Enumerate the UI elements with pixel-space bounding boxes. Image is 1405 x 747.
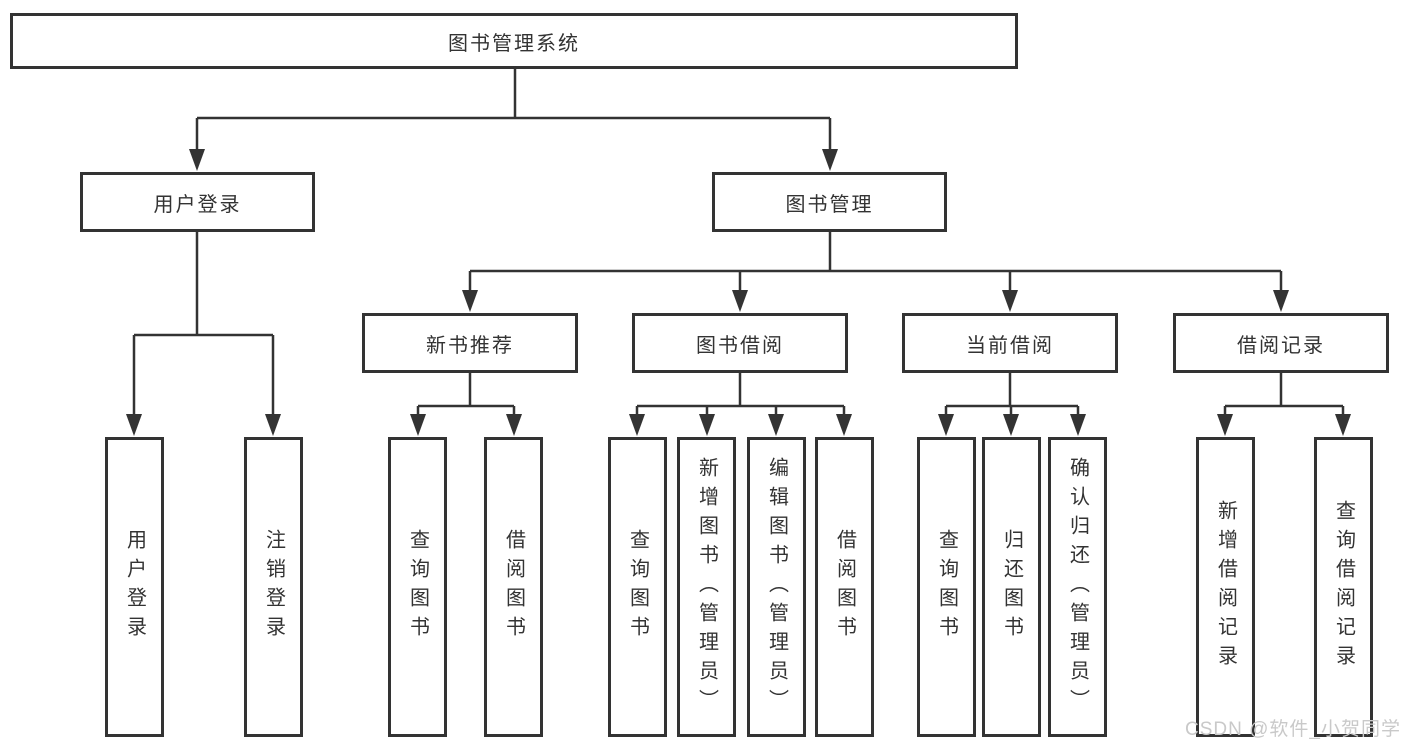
watermark: CSDN @软件_小贺同学 [1185,719,1401,740]
node-book-management: 图书管理 [712,172,947,232]
leaf-user-login: 用户登录 [105,437,164,737]
leaf-logout: 注销登录 [244,437,303,737]
leaf-confirm-return-admin: 确认归还（管理员） [1048,437,1107,737]
leaf-query-borrow-record: 查询借阅记录 [1314,437,1373,737]
leaf-add-borrow-record: 新增借阅记录 [1196,437,1255,737]
leaf-recommend-query-book: 查询图书 [388,437,447,737]
leaf-return-book: 归还图书 [982,437,1041,737]
node-new-book-recommend: 新书推荐 [362,313,578,373]
node-current-borrow: 当前借阅 [902,313,1118,373]
leaf-edit-book-admin: 编辑图书（管理员） [747,437,806,737]
leaf-recommend-borrow-book: 借阅图书 [484,437,543,737]
node-book-borrow: 图书借阅 [632,313,848,373]
leaf-borrow-book: 借阅图书 [815,437,874,737]
leaf-current-query-book: 查询图书 [917,437,976,737]
node-user-login: 用户登录 [80,172,315,232]
node-borrow-records: 借阅记录 [1173,313,1389,373]
leaf-add-book-admin: 新增图书（管理员） [677,437,736,737]
node-root: 图书管理系统 [10,13,1018,69]
leaf-borrow-query-book: 查询图书 [608,437,667,737]
